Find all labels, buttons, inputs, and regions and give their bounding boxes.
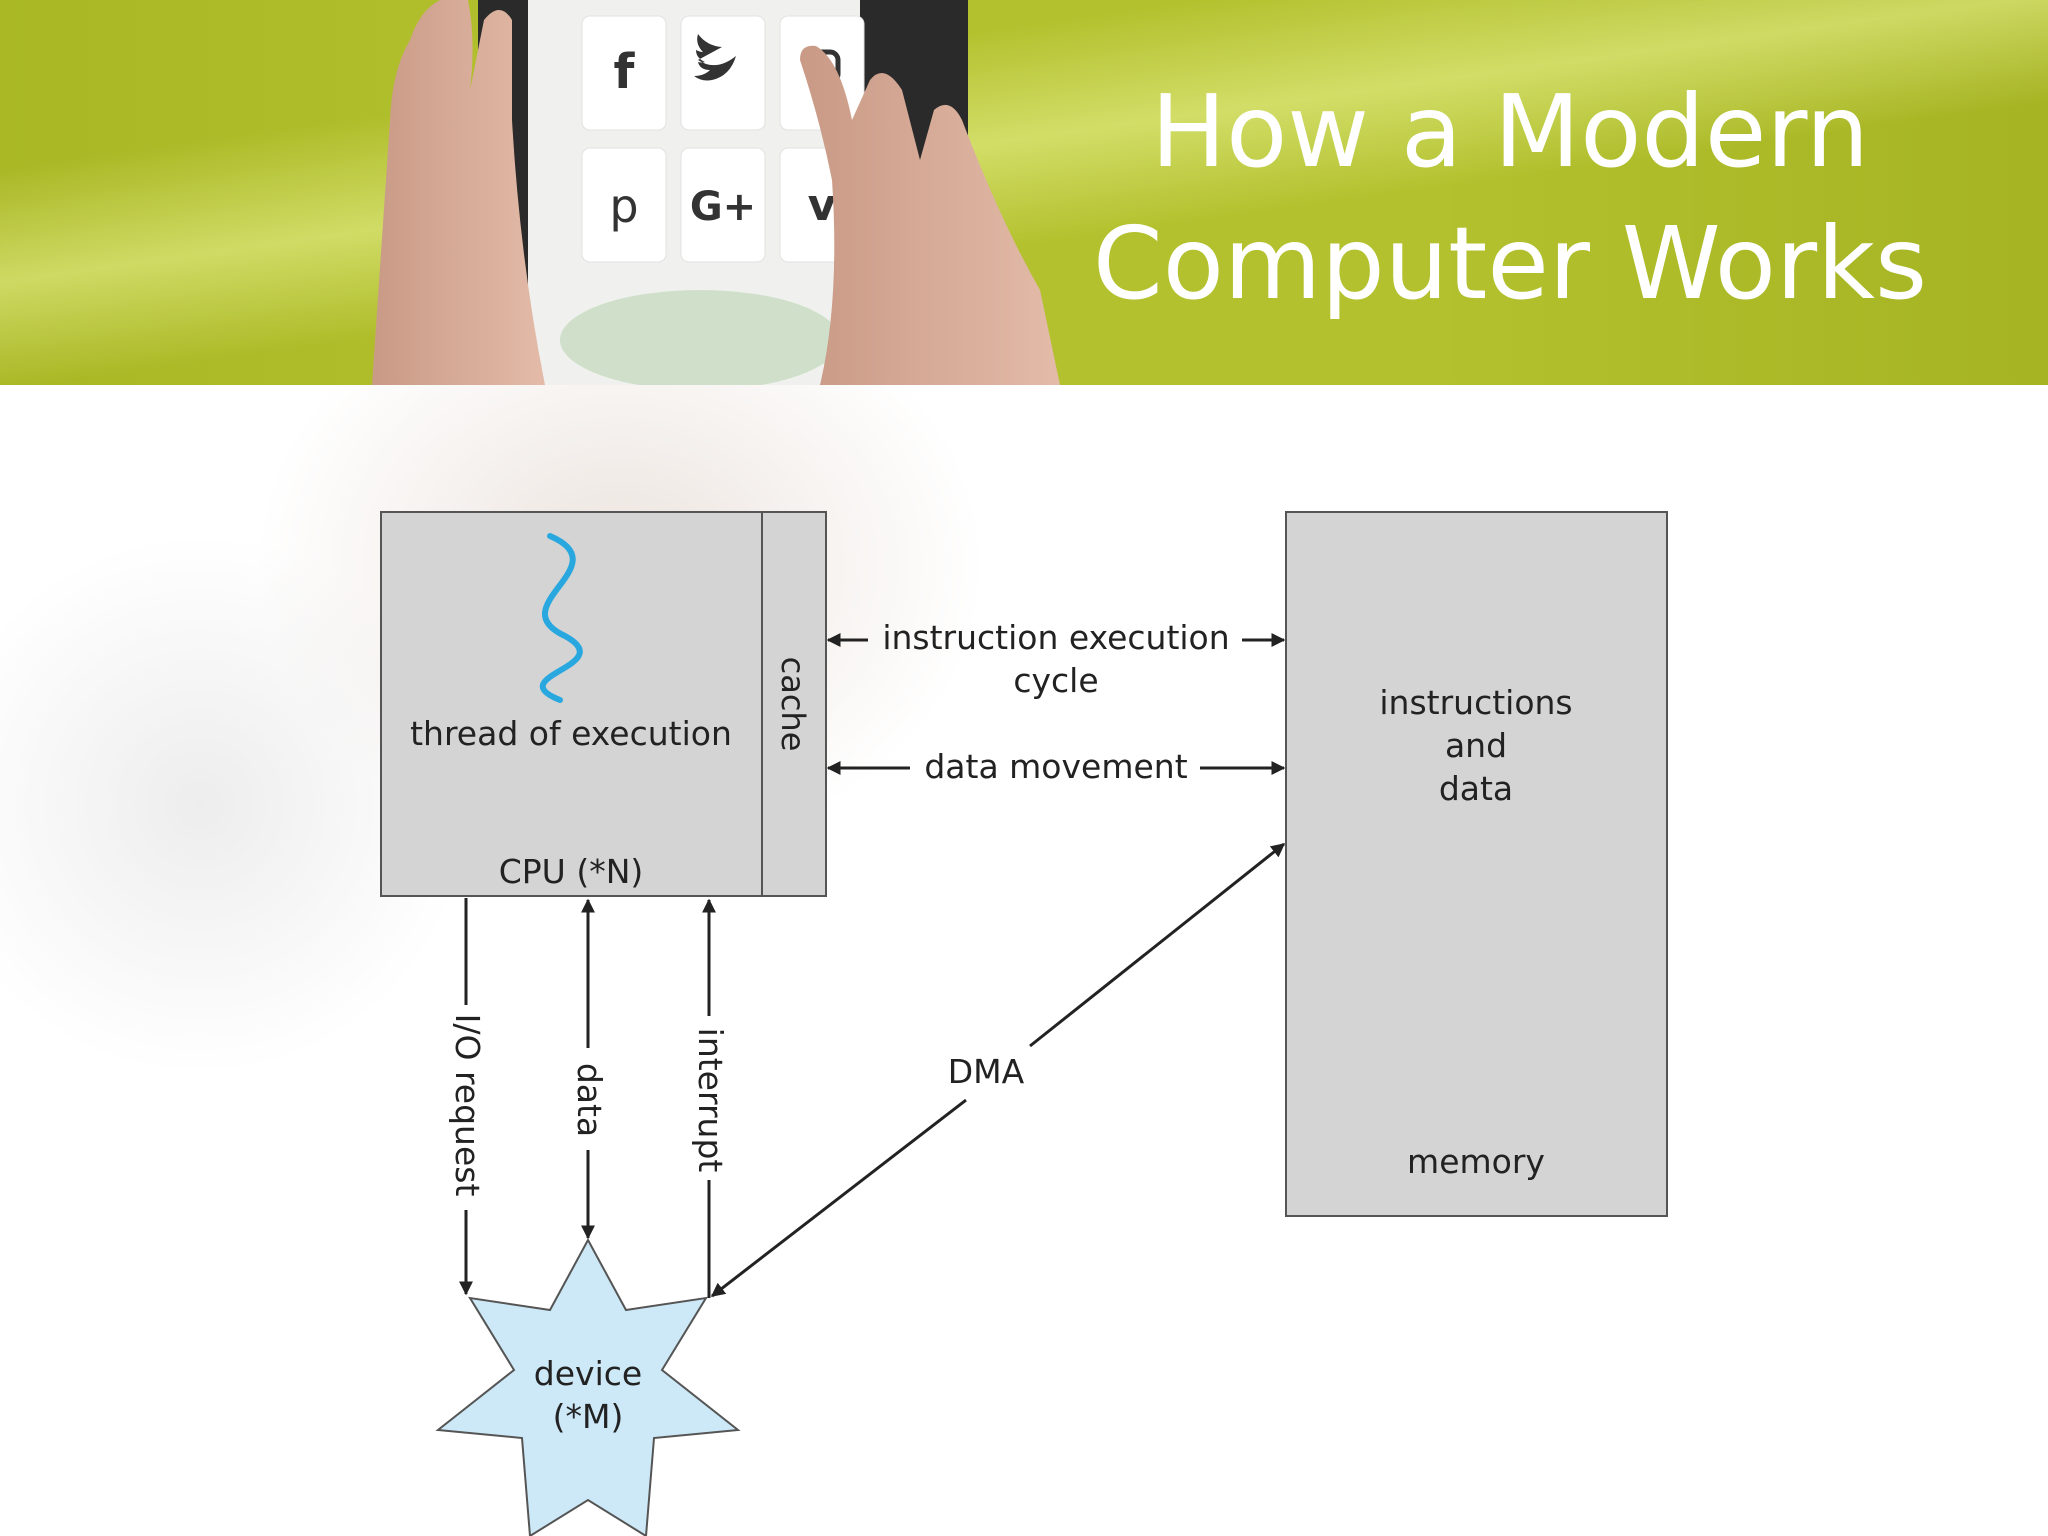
cpu-box (380, 511, 763, 897)
tablet-photo: f p G+ v (372, 0, 1060, 385)
memory-box (1285, 511, 1668, 1217)
title-banner: f p G+ v How a Modern Computer Works (0, 0, 2048, 385)
title-line-1: How a Modern (1150, 73, 1870, 190)
slide-title: How a Modern Computer Works (1060, 66, 1960, 330)
instruction-cycle-label-2: cycle (1013, 661, 1098, 700)
title-line-2: Computer Works (1092, 205, 1928, 322)
dma-label: DMA (948, 1052, 1025, 1091)
dma-arrow-memory (1029, 842, 1286, 1048)
cache-box (761, 511, 827, 897)
dma-arrow-device (710, 1098, 967, 1298)
pinterest-icon: p (609, 179, 638, 233)
instruction-cycle-label-1: instruction execution (882, 618, 1229, 657)
memory-content-line-2: and (1445, 726, 1507, 765)
device-star (435, 1237, 741, 1536)
background-photo-fade (0, 385, 2048, 1085)
cache-label: cache (774, 657, 812, 752)
device-label-1: device (534, 1354, 642, 1393)
vine-icon: v (808, 180, 837, 231)
memory-label: memory (1407, 1142, 1545, 1181)
interrupt-label: interrupt (691, 1028, 730, 1173)
data-movement-label: data movement (924, 747, 1187, 786)
twitter-icon (694, 34, 736, 81)
left-hand (372, 0, 545, 385)
google-plus-icon: G+ (690, 184, 756, 230)
memory-content-line-1: instructions (1379, 683, 1572, 722)
facebook-icon: f (614, 44, 636, 100)
device-label-2: (*M) (553, 1397, 624, 1436)
thread-of-execution-label: thread of execution (410, 714, 732, 753)
thread-squiggle-icon (539, 533, 583, 703)
io-request-label: I/O request (448, 1014, 487, 1197)
data-label: data (570, 1063, 609, 1137)
cpu-label: CPU (*N) (499, 852, 644, 891)
right-hand (800, 45, 1060, 385)
memory-content-line-3: data (1439, 769, 1513, 808)
